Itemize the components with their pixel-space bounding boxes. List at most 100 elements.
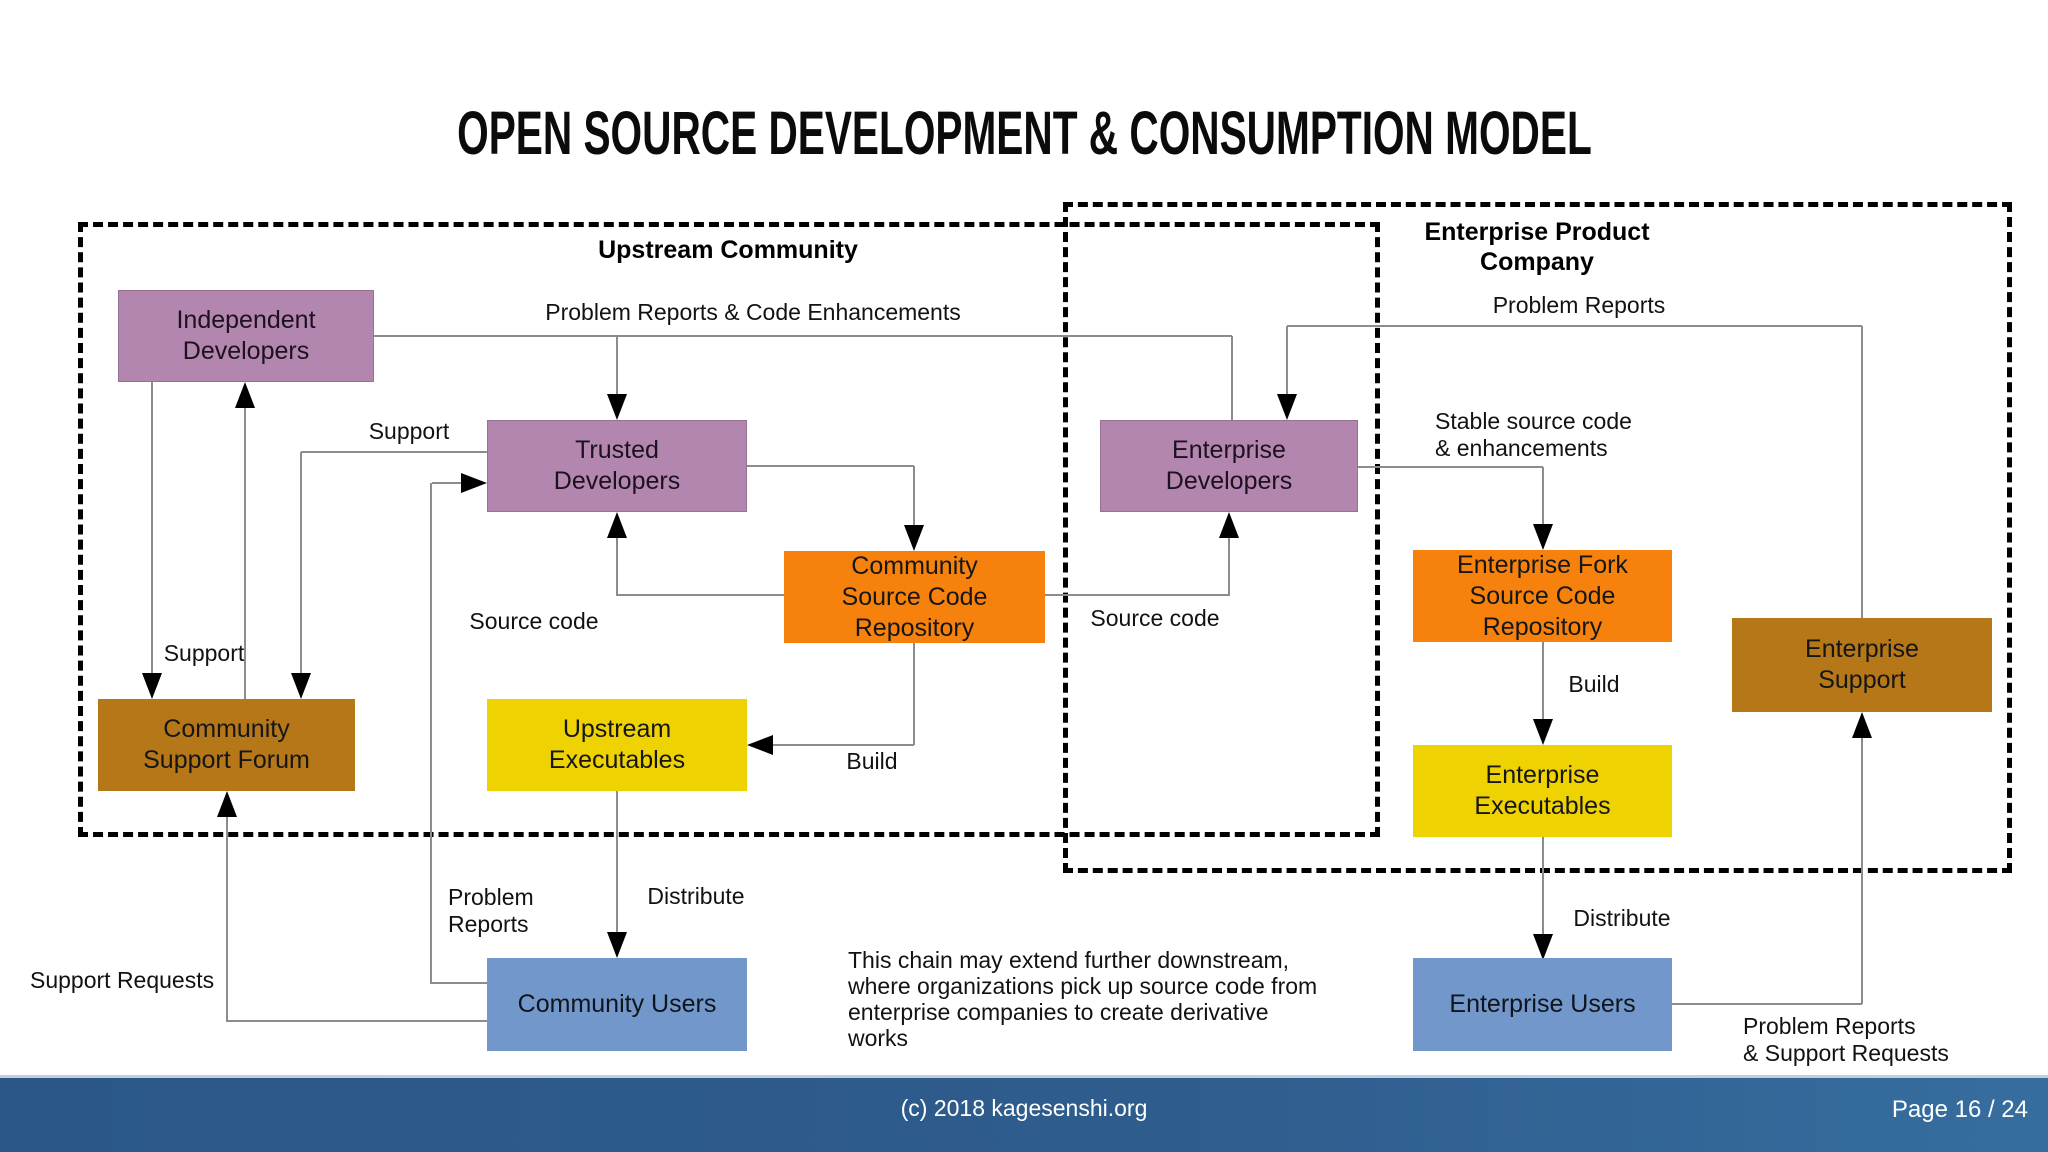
node-independent-developers: Independent Developers: [118, 290, 374, 382]
footer-page-number: Page 16 / 24: [1891, 1096, 2028, 1123]
enterprise-product-company-group-box: [1063, 202, 2012, 873]
node-label-line: Executables: [1474, 792, 1611, 820]
connector-line: [432, 482, 464, 484]
connector-line: [244, 404, 246, 699]
edge-label-problem-reports-support-requests: Problem Reports & Support Requests: [1743, 1013, 1949, 1067]
edge-label-support-trusted: Support: [368, 418, 450, 444]
note-line: works: [848, 1025, 909, 1051]
edge-label-source-code-right: Source code: [1090, 605, 1220, 631]
arrow-into-community-repository-top: [904, 525, 924, 551]
footer-copyright: (c) 2018 kagesenshi.org: [900, 1095, 1148, 1121]
edge-label-problem-reports-right: Problem Reports: [1492, 292, 1666, 318]
node-enterprise-support: Enterprise Support: [1732, 618, 1992, 712]
node-enterprise-executables: Enterprise Executables: [1413, 745, 1672, 837]
connector-line: [432, 982, 488, 984]
connector-line: [913, 466, 915, 526]
connector-line: [616, 336, 618, 398]
arrow-into-enterprise-developers-top: [1277, 394, 1297, 420]
edge-label-line: Reports: [448, 911, 529, 937]
connector-line: [430, 483, 432, 984]
connector-line: [1228, 536, 1230, 596]
edge-label-build-left: Build: [846, 748, 898, 774]
node-label-line: Developers: [1165, 467, 1293, 495]
node-enterprise-users: Enterprise Users: [1413, 958, 1672, 1051]
group-label-line: Enterprise Product: [1424, 218, 1650, 246]
edge-label-source-code-left: Source code: [469, 608, 599, 634]
downstream-note: This chain may extend further downstream…: [848, 947, 1317, 1051]
edge-label-problem-reports-left: Problem Reports: [448, 884, 534, 938]
edge-label-distribute-left: Distribute: [647, 883, 745, 909]
node-label-line: Enterprise Fork: [1457, 550, 1628, 579]
connector-line: [747, 465, 914, 467]
connector-line: [1542, 642, 1544, 720]
connector-line: [770, 744, 914, 746]
connector-line: [617, 594, 785, 596]
node-upstream-executables: Upstream Executables: [487, 699, 747, 791]
connector-line: [913, 643, 915, 745]
connector-line: [1542, 467, 1544, 525]
node-label-line: Enterprise: [1805, 635, 1919, 663]
node-enterprise-developers: Enterprise Developers: [1100, 420, 1358, 512]
node-label-line: Enterprise: [1172, 436, 1286, 464]
arrow-into-trusted-developers-left: [461, 473, 487, 493]
arrow-into-independent-developers-bottom: [235, 382, 255, 408]
node-label-line: Enterprise Users: [1449, 990, 1636, 1018]
note-line: This chain may extend further downstream…: [848, 947, 1290, 973]
edge-label-line: & enhancements: [1435, 435, 1608, 461]
footer-bar: (c) 2018 kagesenshi.org Page 16 / 24: [0, 1075, 2048, 1152]
note-line: enterprise companies to create derivativ…: [848, 999, 1269, 1025]
connector-line: [1045, 594, 1230, 596]
node-label-line: Source Code: [1469, 581, 1616, 610]
edge-label-line: Problem Reports: [1743, 1013, 1916, 1039]
connector-line: [1542, 837, 1544, 935]
node-trusted-developers: Trusted Developers: [487, 420, 747, 512]
edge-label-stable-source-code: Stable source code & enhancements: [1435, 408, 1632, 462]
note-line: where organizations pick up source code …: [848, 973, 1318, 999]
node-label-line: Upstream: [562, 715, 672, 743]
node-community-support-forum: Community Support Forum: [98, 699, 355, 791]
page-title-text: OPEN SOURCE DEVELOPMENT & CONSUMPTION MO…: [456, 99, 1592, 168]
node-enterprise-fork-source-code-repository: Enterprise Fork Source Code Repository: [1413, 550, 1672, 642]
arrow-into-enterprise-fork-top: [1533, 524, 1553, 550]
group-label-line: Company: [1480, 248, 1594, 276]
arrow-into-community-users-top: [607, 932, 627, 958]
arrow-into-trusted-developers-bottom: [607, 512, 627, 538]
node-label-line: Support Forum: [143, 746, 310, 774]
node-label-line: Executables: [548, 746, 686, 774]
connector-line: [1287, 325, 1862, 327]
node-label-line: Independent: [176, 306, 316, 334]
node-label-line: Community Users: [517, 990, 717, 1018]
arrow-into-enterprise-support-bottom: [1852, 712, 1872, 738]
node-label-line: Enterprise: [1485, 761, 1600, 789]
node-label-line: Repository: [854, 613, 975, 642]
edge-label-line: & Support Requests: [1743, 1040, 1949, 1066]
upstream-community-group-box: [78, 222, 1380, 837]
connector-line: [374, 335, 1232, 337]
connector-line: [226, 814, 228, 1022]
connector-line: [1672, 1003, 1862, 1005]
connector-line: [616, 791, 618, 933]
edge-label-distribute-right: Distribute: [1573, 905, 1671, 931]
arrow-into-upstream-executables-right: [747, 735, 773, 755]
arrow-into-enterprise-developers-bottom: [1219, 512, 1239, 538]
connector-line: [1358, 466, 1543, 468]
arrow-into-community-support-forum-bottom: [217, 791, 237, 817]
arrow-into-enterprise-users-top: [1533, 934, 1553, 960]
connector-line: [1231, 336, 1233, 420]
node-label-line: Repository: [1482, 612, 1603, 641]
connector-line: [1861, 736, 1863, 1004]
edge-label-support-requests: Support Requests: [30, 967, 215, 993]
node-label-line: Community: [851, 551, 978, 580]
node-label-line: Developers: [182, 337, 310, 365]
connector-line: [151, 382, 153, 675]
enterprise-product-company-group-label: Enterprise Product Company: [1337, 217, 1737, 277]
node-label-line: Support: [1818, 666, 1906, 694]
edge-label-build-right: Build: [1568, 671, 1620, 697]
connector-line: [1861, 326, 1863, 618]
connector-line: [301, 451, 488, 453]
node-label-line: Trusted: [575, 436, 659, 464]
arrow-into-community-support-forum-top: [142, 673, 162, 699]
connector-line: [300, 452, 302, 675]
connector-line: [1286, 326, 1288, 396]
